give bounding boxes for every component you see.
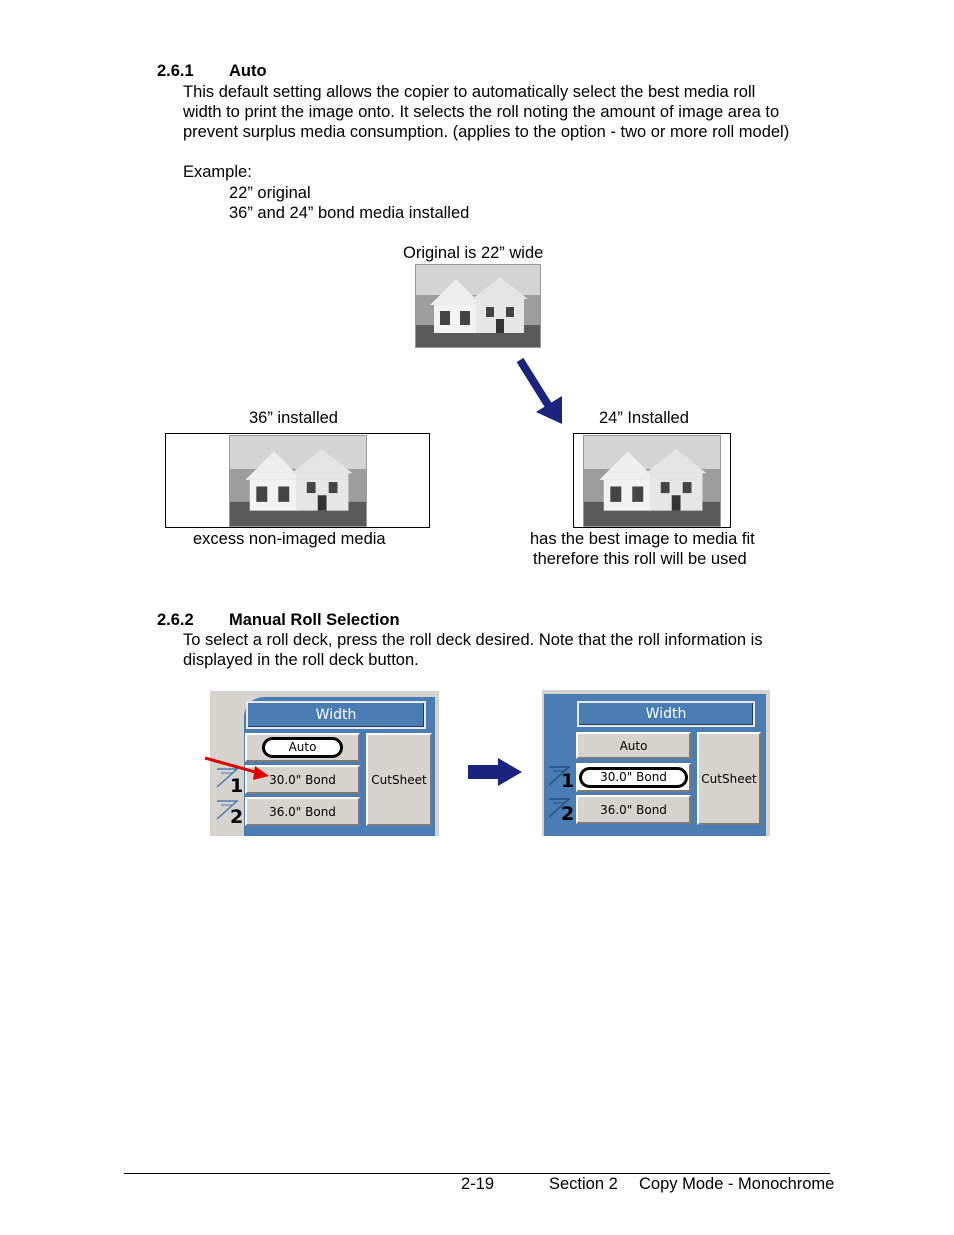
roll-number-2: 2 (561, 803, 575, 825)
roll-1-label: 30.0" Bond (579, 767, 688, 788)
section-number-2-6-1: 2.6.1 (157, 62, 194, 80)
footer-title: Copy Mode - Monochrome (639, 1175, 835, 1193)
right-arrow-icon (468, 758, 522, 786)
footer-section: Section 2 (549, 1175, 618, 1193)
roll-deck-icon (216, 800, 238, 820)
roll-2-button[interactable]: 36.0" Bond (576, 795, 691, 824)
width-button[interactable]: Width (246, 701, 426, 729)
roll-number-2: 2 (230, 806, 244, 828)
roll-number-1: 1 (561, 770, 575, 792)
paragraph-line: displayed in the roll deck button. (183, 651, 419, 669)
roll-number-1: 1 (230, 775, 244, 797)
left-roll-label: 36” installed (249, 409, 338, 427)
section-number-2-6-2: 2.6.2 (157, 611, 194, 629)
auto-label: Auto (261, 737, 344, 758)
paragraph-line: prevent surplus media consumption. (appl… (183, 123, 790, 141)
roll-1-button-selected[interactable]: 30.0" Bond (576, 763, 691, 792)
right-caption-line: has the best image to media fit (530, 530, 755, 548)
roll-deck-icon (216, 768, 238, 788)
paragraph-line: To select a roll deck, press the roll de… (183, 631, 763, 649)
house-image (416, 265, 540, 347)
paragraph-line: width to print the image onto. It select… (183, 103, 780, 121)
width-button[interactable]: Width (577, 701, 755, 727)
pointer-arrow-icon (204, 756, 269, 780)
example-line: 22” original (229, 184, 311, 202)
right-caption-line: therefore this roll will be used (533, 550, 747, 568)
auto-button[interactable]: Auto (245, 733, 360, 762)
auto-button[interactable]: Auto (576, 732, 691, 759)
cutsheet-button[interactable]: CutSheet (697, 732, 761, 825)
down-arrow-icon (516, 357, 562, 424)
paragraph-line: This default setting allows the copier t… (183, 83, 756, 101)
roll-deck-icon (548, 766, 570, 786)
footer-rule (124, 1173, 830, 1174)
section-title-manual-roll-selection: Manual Roll Selection (229, 611, 400, 629)
house-image (584, 436, 720, 526)
left-caption: excess non-imaged media (193, 530, 386, 548)
section-title-auto: Auto (229, 62, 267, 80)
cutsheet-button[interactable]: CutSheet (366, 733, 432, 826)
house-photo-36 (229, 435, 367, 527)
roll-deck-icon (548, 798, 570, 818)
right-roll-label: 24” Installed (599, 409, 689, 427)
roll-1-button[interactable]: 30.0" Bond (245, 765, 360, 794)
original-label: Original is 22” wide (403, 244, 544, 262)
house-photo-24 (583, 435, 721, 527)
roll-panel-before: Width Auto 30.0" Bond 36.0" Bond CutShee… (210, 691, 439, 836)
roll-panel-after: Width Auto 30.0" Bond 36.0" Bond CutShee… (542, 690, 770, 836)
roll-2-button[interactable]: 36.0" Bond (245, 797, 360, 826)
house-image (230, 436, 366, 526)
example-label: Example: (183, 163, 252, 181)
original-house-photo (415, 264, 541, 348)
footer-page-number: 2-19 (461, 1175, 495, 1193)
example-line: 36” and 24” bond media installed (229, 204, 470, 222)
